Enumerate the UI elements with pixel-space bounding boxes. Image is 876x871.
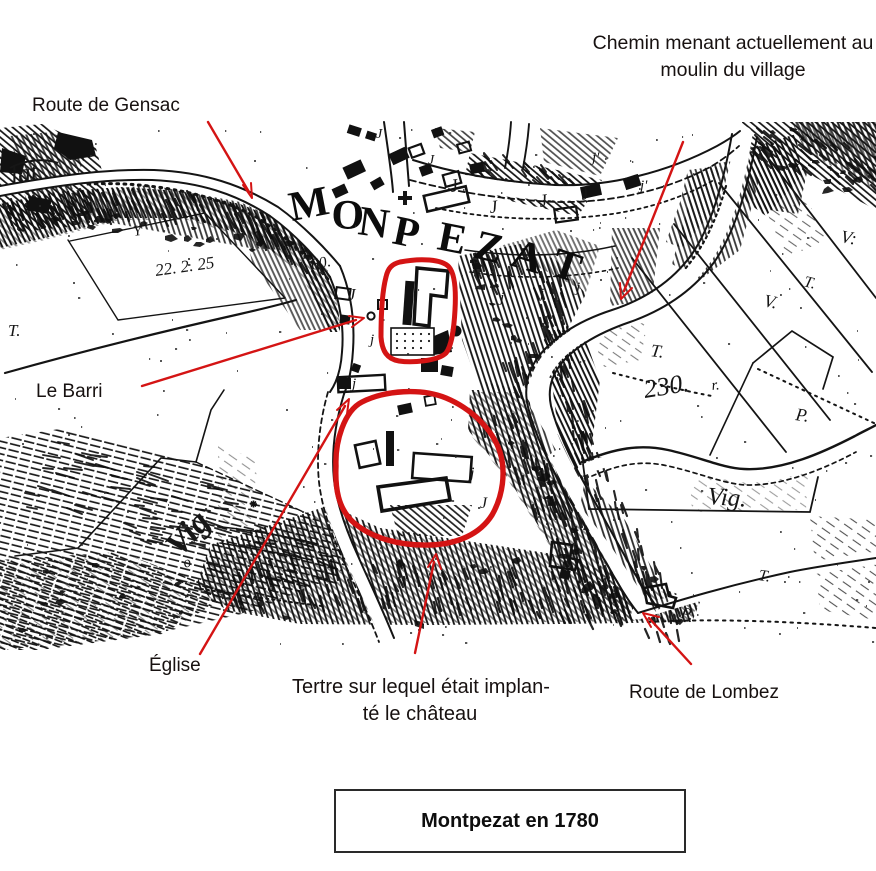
svg-text:j: j — [350, 376, 356, 392]
svg-text:j: j — [498, 290, 504, 306]
svg-text:T.: T. — [649, 340, 665, 362]
svg-text:M: M — [285, 178, 333, 231]
svg-text:T.: T. — [757, 567, 771, 585]
svg-text:V.: V. — [762, 290, 779, 312]
svg-text:Vig.: Vig. — [707, 483, 748, 513]
svg-text:N: N — [356, 198, 392, 248]
svg-text:J: J — [480, 495, 488, 512]
svg-text:j: j — [574, 280, 580, 296]
svg-text:P.: P. — [793, 404, 810, 426]
svg-text:j: j — [538, 286, 544, 302]
svg-text:r.: r. — [711, 377, 721, 394]
svg-text:J: J — [348, 285, 357, 304]
svg-text:J: J — [488, 196, 499, 217]
svg-text:j: j — [468, 465, 475, 482]
svg-text:J: J — [538, 190, 550, 211]
svg-text:j: j — [368, 332, 374, 348]
svg-text:j': j' — [638, 178, 648, 194]
svg-text:J: J — [376, 127, 383, 142]
svg-text:60.: 60. — [309, 253, 332, 274]
svg-text:230.: 230. — [641, 368, 690, 404]
svg-text:P.: P. — [678, 603, 695, 624]
svg-text:V:: V: — [839, 226, 858, 248]
svg-text:j': j' — [590, 150, 600, 166]
svg-text:J: J — [428, 153, 435, 168]
svg-text:T.: T. — [8, 321, 20, 340]
svg-text:T.: T. — [802, 273, 817, 292]
svg-text:22. 2. 25: 22. 2. 25 — [154, 253, 216, 280]
svg-text:O: O — [331, 192, 365, 239]
